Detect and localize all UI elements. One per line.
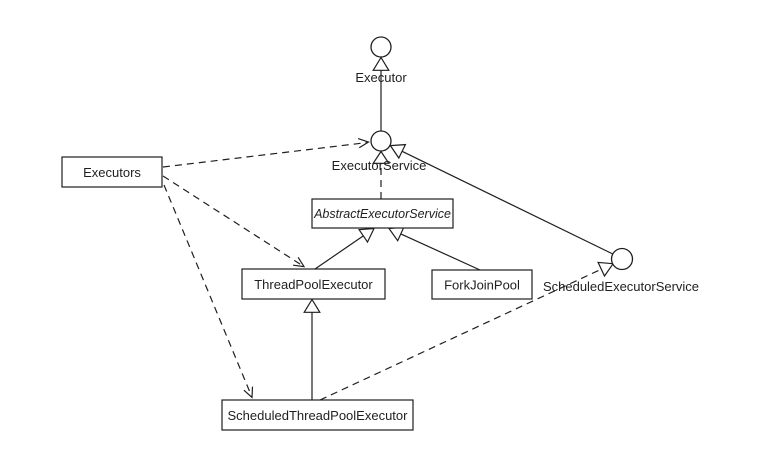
- edge-abstractexecutorservice-implements-executorservice: [372, 150, 390, 199]
- node-fork-join-pool: ForkJoinPool: [431, 269, 533, 300]
- class-box: [221, 399, 414, 431]
- dependency-line: [163, 184, 253, 397]
- open-arrowhead-icon: [293, 256, 306, 268]
- interface-circle-icon: [370, 36, 392, 58]
- node-executor-label: Executor: [355, 70, 407, 85]
- inheritance-line: [401, 150, 614, 255]
- node-thread-pool-executor-label: ThreadPoolExecutor: [254, 277, 373, 292]
- node-scheduled-executor-service-label: ScheduledExecutorService: [543, 279, 699, 294]
- hollow-triangle-arrowhead-icon: [389, 143, 407, 160]
- edge-scheduledthreadpoolexecutor-implements-scheduledexecutorservice: [319, 261, 615, 401]
- node-scheduled-thread-pool-executor-label: ScheduledThreadPoolExecutor: [228, 408, 409, 423]
- hollow-triangle-arrowhead-icon: [358, 227, 375, 244]
- hollow-triangle-arrowhead-icon: [372, 150, 390, 164]
- node-fork-join-pool-label: ForkJoinPool: [444, 278, 520, 293]
- edge-executorservice-extends-executor: [372, 56, 390, 131]
- node-abstract-executor-service-label: AbstractExecutorService: [313, 207, 451, 221]
- edge-executors-depends-threadpoolexecutor: [162, 175, 306, 268]
- edge-threadpoolexecutor-extends-abstractexecutorservice: [314, 227, 375, 270]
- node-scheduled-executor-service: ScheduledExecutorService: [543, 247, 699, 294]
- inheritance-line: [314, 235, 364, 270]
- hollow-triangle-arrowhead-icon: [597, 261, 615, 278]
- edge-executors-depends-scheduledthreadpoolexecutor: [163, 184, 254, 399]
- open-arrowhead-icon: [243, 386, 254, 399]
- edge-scheduledthreadpoolexecutor-extends-threadpoolexecutor: [303, 298, 321, 400]
- inheritance-line: [400, 233, 481, 271]
- node-executor: Executor: [355, 36, 407, 85]
- edge-executors-depends-executorservice: [162, 138, 370, 168]
- class-box: [241, 268, 386, 300]
- hollow-triangle-arrowhead-icon: [303, 298, 321, 313]
- dependency-line: [162, 141, 368, 168]
- edge-forkjoinpool-extends-abstractexecutorservice: [387, 226, 481, 271]
- node-executors: Executors: [61, 156, 163, 188]
- class-box: [311, 198, 454, 229]
- class-box: [61, 156, 163, 188]
- interface-circle-icon: [610, 247, 634, 271]
- dependency-line: [162, 175, 304, 267]
- interface-circle-icon: [370, 130, 392, 152]
- realization-line: [319, 268, 602, 401]
- hollow-triangle-arrowhead-icon: [372, 56, 390, 71]
- node-abstract-executor-service: AbstractExecutorService: [311, 198, 454, 229]
- edge-scheduledexecutorservice-extends-executorservice: [389, 143, 614, 255]
- node-executor-service: ExecutorService: [332, 130, 427, 173]
- node-scheduled-thread-pool-executor: ScheduledThreadPoolExecutor: [221, 399, 414, 431]
- node-executors-label: Executors: [83, 165, 141, 180]
- class-box: [431, 269, 533, 300]
- open-arrowhead-icon: [357, 138, 370, 149]
- node-thread-pool-executor: ThreadPoolExecutor: [241, 268, 386, 300]
- node-executor-service-label: ExecutorService: [332, 158, 427, 173]
